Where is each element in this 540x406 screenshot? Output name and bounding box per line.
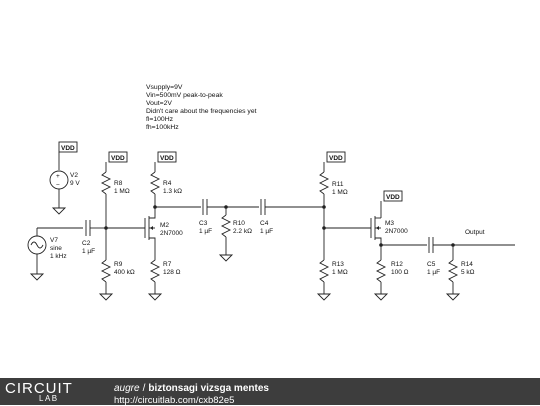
c2-name: C2 [82, 240, 91, 247]
r13-name: R13 [332, 261, 344, 268]
ground-symbol [445, 293, 461, 301]
capacitor-c2[interactable] [85, 220, 91, 236]
m3-value: 2N7000 [385, 228, 408, 235]
circuitlab-logo[interactable]: CIRCUIT LAB [5, 381, 95, 403]
r10-value: 2.2 kΩ [233, 228, 252, 235]
c4-name: C4 [260, 220, 269, 227]
c4-value: 1 µF [260, 228, 273, 235]
vdd-flag[interactable]: VDD [326, 151, 346, 163]
r7-value: 128 Ω [163, 269, 181, 276]
note-line: Vin=500mV peak-to-peak [146, 92, 223, 99]
logo-main-text: CIRCUIT [5, 380, 73, 397]
mosfet-m3[interactable] [370, 216, 382, 260]
circuit-schematic: Vsupply=9V Vin=500mV peak-to-peak Vout=2… [27, 84, 515, 301]
design-notes: Vsupply=9V Vin=500mV peak-to-peak Vout=2… [146, 84, 257, 131]
capacitor-c3[interactable] [202, 199, 208, 215]
r14-name: R14 [461, 261, 473, 268]
r12-name: R12 [391, 261, 403, 268]
resistor-r14[interactable] [447, 259, 459, 283]
vdd-label: VDD [386, 194, 400, 201]
vdd-flag[interactable]: VDD [157, 151, 177, 163]
m3-name: M3 [385, 220, 394, 227]
vdd-flag-v2[interactable]: VDD [58, 141, 78, 153]
ground-symbol [51, 207, 67, 215]
c3-value: 1 µF [199, 228, 212, 235]
resistor-r11[interactable] [318, 171, 330, 195]
v7-value: 1 kHz [50, 253, 67, 260]
voltage-source-v2[interactable]: + − [49, 170, 69, 190]
resistor-r4[interactable] [149, 171, 161, 195]
svg-text:−: − [56, 182, 60, 189]
footer-bar: CIRCUIT LAB [0, 378, 540, 405]
c2-value: 1 µF [82, 248, 95, 255]
v2-name: V2 [70, 172, 78, 179]
schematic-canvas: Vsupply=9V Vin=500mV peak-to-peak Vout=2… [27, 84, 515, 301]
r9-name: R9 [114, 261, 123, 268]
r10-name: R10 [233, 220, 245, 227]
output-label: Output [465, 229, 485, 236]
r9-value: 400 kΩ [114, 269, 135, 276]
v7-name: V7 [50, 237, 58, 244]
svg-text:+: + [56, 173, 60, 180]
vdd-flag[interactable]: VDD [108, 151, 128, 163]
resistor-r10[interactable] [220, 214, 232, 238]
c3-name: C3 [199, 220, 208, 227]
logo-sub-text: LAB [39, 394, 59, 403]
c5-name: C5 [427, 261, 436, 268]
r13-value: 1 MΩ [332, 269, 348, 276]
note-line: fh=100kHz [146, 124, 179, 131]
vdd-flag[interactable]: VDD [383, 190, 403, 202]
vdd-label: VDD [61, 145, 75, 152]
c5-value: 1 µF [427, 269, 440, 276]
circuit-url[interactable]: http://circuitlab.com/cxb82e5 [114, 395, 235, 406]
r11-value: 1 MΩ [332, 189, 348, 196]
note-line: Vout=2V [146, 100, 172, 107]
author-link[interactable]: augre [114, 383, 140, 394]
v7-type: sine [50, 245, 62, 252]
separator: / [142, 383, 146, 394]
r14-value: 5 kΩ [461, 269, 475, 276]
resistor-r9[interactable] [100, 259, 112, 283]
resistor-r13[interactable] [318, 259, 330, 283]
capacitor-c5[interactable] [428, 237, 434, 253]
voltage-source-v7[interactable] [27, 235, 47, 255]
ground-symbol [29, 273, 45, 281]
ground-symbol [316, 293, 332, 301]
m2-value: 2N7000 [160, 230, 183, 237]
resistor-r7[interactable] [149, 250, 161, 283]
r4-name: R4 [163, 180, 172, 187]
note-line: fl=100Hz [146, 116, 174, 123]
circuit-title[interactable]: biztonsagi vizsga mentes [148, 383, 269, 394]
r4-value: 1.3 kΩ [163, 188, 182, 195]
note-line: Vsupply=9V [146, 84, 183, 91]
r11-name: R11 [332, 181, 344, 188]
resistor-r12[interactable] [375, 259, 387, 283]
mosfet-m2[interactable] [144, 207, 156, 250]
ground-symbol [218, 254, 234, 262]
vdd-label: VDD [329, 155, 343, 162]
ground-symbol [98, 293, 114, 301]
junction-dot [322, 205, 326, 209]
capacitor-c4[interactable] [260, 199, 266, 215]
v2-value: 9 V [70, 180, 80, 187]
r12-value: 100 Ω [391, 269, 409, 276]
circuit-attribution: augre/biztonsagi vizsga mentes [114, 383, 269, 394]
note-line: Didn't care about the frequencies yet [146, 108, 257, 115]
r7-name: R7 [163, 261, 172, 268]
ground-symbol [147, 293, 163, 301]
resistor-r8[interactable] [100, 171, 112, 195]
ground-symbol [373, 293, 389, 301]
r8-name: R8 [114, 180, 123, 187]
r8-value: 1 MΩ [114, 188, 130, 195]
vdd-label: VDD [160, 155, 174, 162]
m2-name: M2 [160, 222, 169, 229]
vdd-label: VDD [111, 155, 125, 162]
